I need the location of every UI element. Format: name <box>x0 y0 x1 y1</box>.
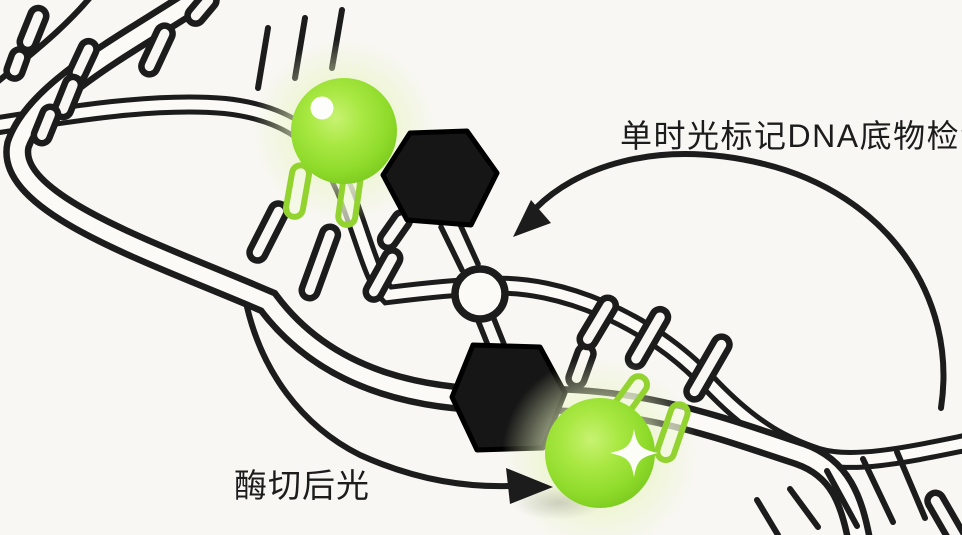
curved-arrow-line <box>244 304 512 490</box>
sparkle-icon <box>610 429 658 477</box>
emission-arrow <box>244 304 553 504</box>
dna-rung-line <box>824 468 860 529</box>
dna-rung <box>3 46 31 82</box>
arrowhead-icon <box>506 468 553 504</box>
dna-rung <box>246 200 290 264</box>
arrowhead-icon <box>513 200 551 237</box>
dna-rung <box>576 294 620 351</box>
dna-rung <box>298 223 342 302</box>
dna-rung <box>30 103 62 147</box>
dna-rung-line <box>255 25 271 91</box>
dna-rung <box>138 22 176 78</box>
specular-highlight-icon <box>310 96 334 120</box>
dna-backbone-corner-strand <box>0 0 92 84</box>
quencher-hexagon-top <box>380 128 500 228</box>
dna-rung <box>362 247 404 303</box>
dna-rung <box>683 333 733 403</box>
dna-rung-line <box>894 449 928 521</box>
dna-rung <box>924 489 962 535</box>
fluorophore-sphere <box>291 78 397 184</box>
dna-rung-line <box>860 456 896 525</box>
bottom-annotation-label: 酶切后光 <box>234 467 370 504</box>
dna-rung-line <box>754 497 781 535</box>
top-annotation-label: 单时光标记DNA底物检测 <box>620 118 962 154</box>
curved-arrow-line <box>533 151 947 411</box>
fluorophore-linker-rung <box>282 162 313 220</box>
probe-stem-top <box>438 219 481 273</box>
dna-base-pair-rungs <box>3 0 962 535</box>
fluorophore-sphere <box>545 398 655 508</box>
dna-rung-line <box>787 486 821 530</box>
fluorophore-linker-rung <box>654 401 691 464</box>
dna-backbone-front-strand <box>3 0 873 535</box>
fluorophore-emitting <box>502 357 698 535</box>
dna-rung <box>184 0 220 27</box>
detection-arrow <box>513 151 947 411</box>
linker-ring <box>451 265 509 323</box>
